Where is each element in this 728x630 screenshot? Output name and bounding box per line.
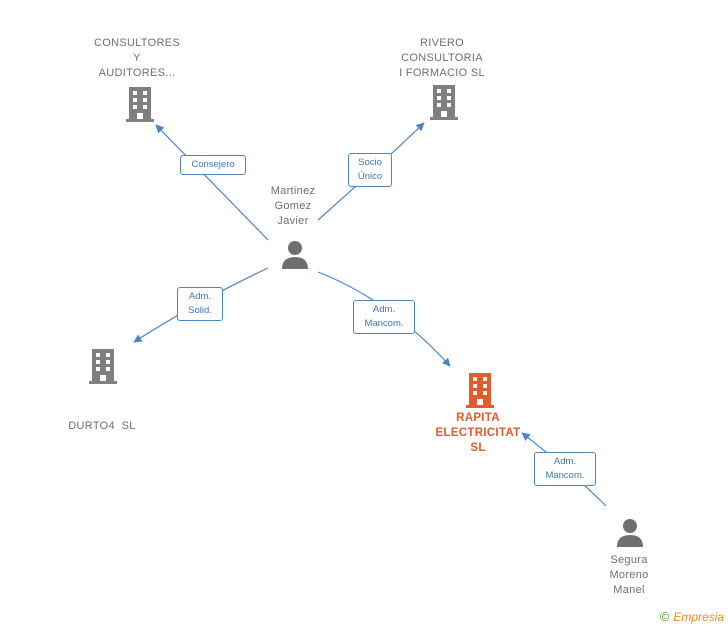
edge-badge-adm-mancom[interactable]: Adm. Mancom.: [534, 452, 596, 486]
edge-badge-line: Adm.: [372, 304, 396, 315]
node-label-line: AUDITORES...: [98, 67, 176, 79]
node-label-line: Segura: [610, 554, 648, 566]
edge-consejero: [155, 124, 269, 241]
node-label-line: RIVERO: [420, 37, 464, 49]
edge-badge-line: Adm.: [553, 456, 577, 467]
building-icon[interactable]: [464, 372, 496, 408]
building-icon[interactable]: [87, 348, 119, 384]
node-label-line: Gomez: [274, 200, 312, 212]
edge-badge-line: Solid.: [188, 305, 212, 316]
node-label-line: ELECTRICITAT: [435, 427, 521, 439]
node-label-rapita[interactable]: RAPITA ELECTRICITAT SL: [420, 411, 536, 456]
edge-badge-adm-mancom[interactable]: Adm. Mancom.: [353, 300, 415, 334]
node-label-segura[interactable]: Segura Moreno Manel: [590, 553, 668, 598]
node-label-line: DURTO4 SL: [68, 420, 136, 432]
copyright-icon: ©: [659, 609, 670, 624]
node-label-line: RAPITA: [456, 412, 500, 424]
building-icon[interactable]: [428, 84, 460, 120]
node-label-line: Martinez: [270, 185, 316, 197]
brand-footer[interactable]: ©Empresia: [660, 609, 724, 624]
node-label-consultores[interactable]: CONSULTORES Y AUDITORES...: [80, 36, 194, 81]
edge-badge-adm-solid[interactable]: Adm. Solid.: [177, 287, 223, 321]
edge-badge-socio-unico[interactable]: Socio Único: [348, 153, 392, 187]
node-label-line: I FORMACIO SL: [399, 67, 485, 79]
node-label-line: CONSULTORES: [93, 37, 181, 49]
person-icon[interactable]: [615, 518, 645, 548]
edge-badge-line: Mancom.: [364, 318, 404, 329]
node-label-durto4[interactable]: DURTO4 SL: [50, 389, 154, 449]
node-label-line: SL: [470, 442, 486, 454]
node-label-rivero[interactable]: RIVERO CONSULTORIA I FORMACIO SL: [382, 36, 502, 81]
edge-badge-line: Mancom.: [545, 470, 585, 481]
node-label-line: Y: [133, 52, 141, 64]
node-label-line: Moreno: [609, 569, 649, 581]
node-label-martinez[interactable]: Martinez Gomez Javier: [248, 184, 338, 229]
edge-badge-line: Consejero: [191, 159, 235, 170]
person-icon[interactable]: [280, 240, 310, 270]
node-label-line: CONSULTORIA: [401, 52, 483, 64]
edge-badge-consejero[interactable]: Consejero: [180, 155, 246, 175]
brand-name: Empresia: [673, 610, 724, 624]
edge-badge-line: Único: [357, 171, 383, 182]
edge-badge-line: Adm.: [188, 291, 212, 302]
edge-badge-line: Socio: [358, 157, 382, 168]
node-label-line: Javier: [277, 215, 309, 227]
node-label-line: Manel: [613, 584, 645, 596]
building-icon[interactable]: [124, 86, 156, 122]
